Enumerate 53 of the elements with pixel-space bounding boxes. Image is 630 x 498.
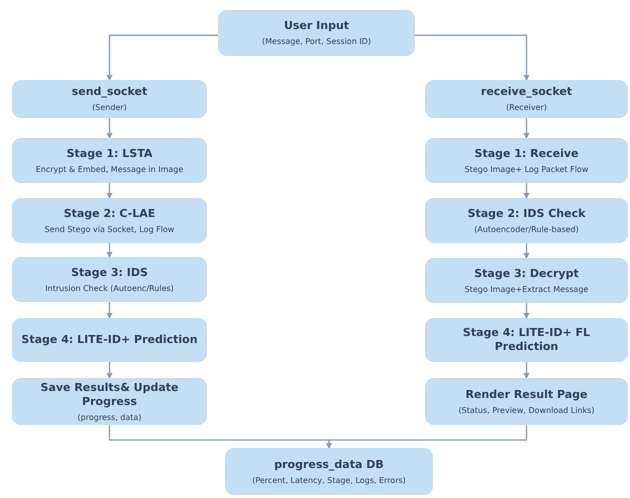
box-title: send_socket xyxy=(72,85,148,99)
arrow xyxy=(524,243,530,259)
arrow xyxy=(106,183,112,199)
arrow xyxy=(524,183,530,199)
process-box xyxy=(425,258,628,303)
box-description: Encrypt & Embed, Message in Image xyxy=(36,164,184,174)
box-title: Stage 1: LSTA xyxy=(66,146,152,160)
arrow xyxy=(415,34,530,81)
process-box xyxy=(425,80,628,118)
box-title: Stage 3: Decrypt xyxy=(474,266,579,280)
box-description: (Percent, Latency, Stage, Logs, Errors) xyxy=(252,474,406,486)
box-title: receive_socket xyxy=(480,85,572,99)
process-box xyxy=(12,198,207,243)
process-box xyxy=(425,198,628,243)
process-box xyxy=(12,257,207,302)
process-box xyxy=(425,378,628,425)
box-title: Stage 1: Receive xyxy=(474,146,578,160)
box-title: Stage 3: IDS xyxy=(71,266,148,280)
box-description: Send Stego via Socket, Log Flow xyxy=(44,224,174,234)
process-box xyxy=(218,10,415,56)
box-description: (Sender) xyxy=(92,102,127,113)
arrow xyxy=(106,243,112,258)
box-description: (Status, Preview, Download Links) xyxy=(458,404,594,416)
process-box xyxy=(12,318,207,362)
arrow xyxy=(524,362,530,379)
box-description: Intrusion Check (Autoenc/Rules) xyxy=(45,282,174,294)
box-description: (Message, Port, Session ID) xyxy=(262,36,371,47)
box-title: Save Results& Update Progress xyxy=(40,380,180,408)
arrow xyxy=(106,34,218,81)
box-title: Stage 4: LITE-ID+ Prediction xyxy=(21,333,198,347)
arrow xyxy=(326,425,528,449)
arrow xyxy=(106,302,112,319)
box-description: (Autoencoder/Rule-based) xyxy=(474,224,579,234)
box-description: (Receiver) xyxy=(506,102,547,113)
box-title: Stage 2: IDS Check xyxy=(468,206,586,220)
process-box xyxy=(425,318,628,362)
process-box xyxy=(425,138,628,183)
arrow xyxy=(106,118,112,139)
process-box xyxy=(12,378,207,425)
box-title: Stage 2: C-LAE xyxy=(64,206,156,220)
box-title: User Input xyxy=(284,19,350,33)
box-description: Stego Image+ Log Packet Flow xyxy=(464,164,588,174)
arrow xyxy=(524,118,530,139)
box-description: (progress, data) xyxy=(78,412,142,422)
process-box xyxy=(12,138,207,183)
box-title: progress_data DB xyxy=(274,458,384,472)
arrow xyxy=(106,362,112,379)
box-description: Stego Image+Extract Message xyxy=(464,284,588,294)
process-box xyxy=(225,448,433,495)
box-title: Render Result Page xyxy=(465,388,588,402)
arrow xyxy=(524,303,530,319)
process-box xyxy=(12,80,207,118)
box-title: Stage 4: LITE-ID+ FL Prediction xyxy=(462,326,592,354)
